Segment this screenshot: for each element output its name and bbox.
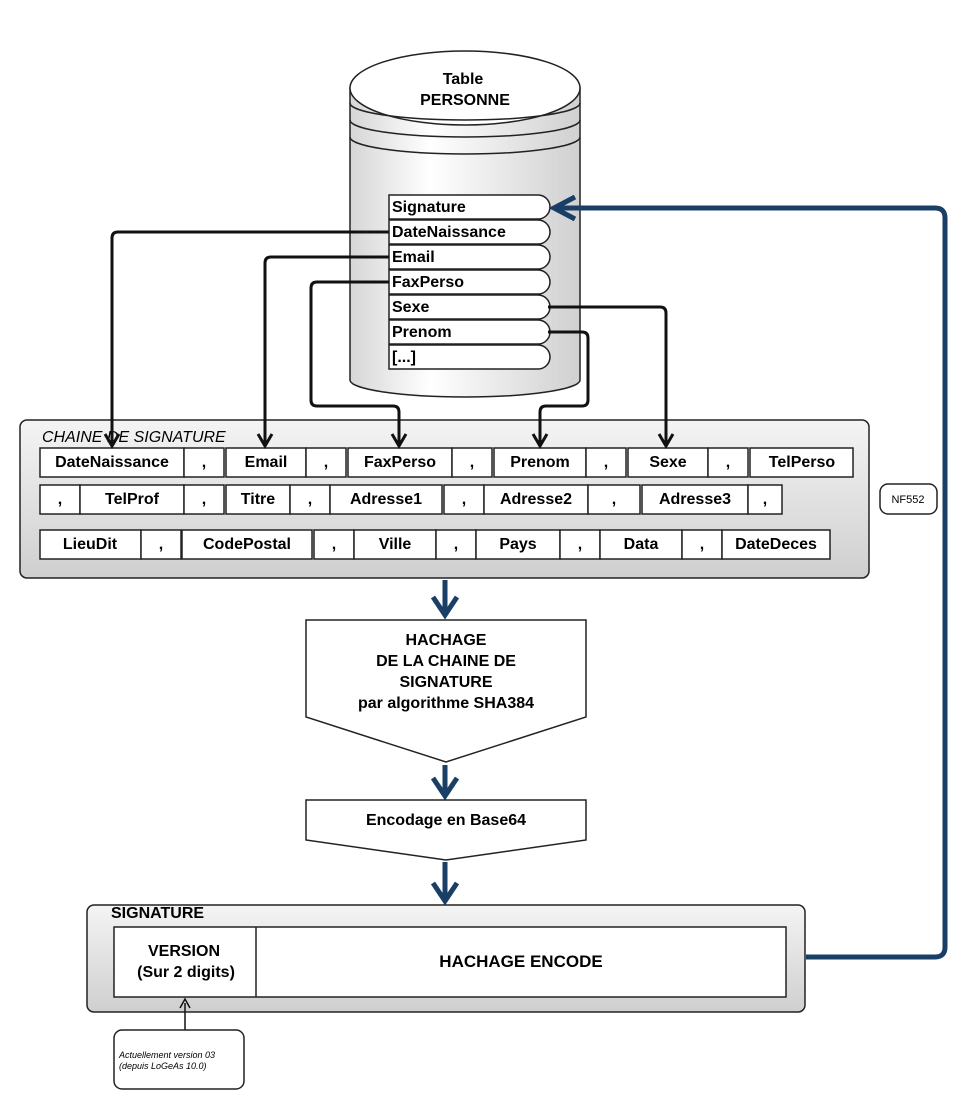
chaine-separator: , (726, 454, 730, 471)
chaine-cell: TelProf (105, 491, 160, 508)
chaine-cell: Email (245, 454, 288, 471)
arrowhead (430, 595, 460, 620)
chaine-cell: Prenom (510, 454, 570, 471)
chaine-cell: LieuDit (63, 536, 118, 553)
chaine-separator: , (308, 491, 312, 508)
arrow-datenaissance (110, 230, 389, 444)
chaine-separator: , (462, 491, 466, 508)
feedback-arrow (558, 205, 948, 960)
version-line2: (Sur 2 digits) (137, 964, 235, 981)
chaine-cell: TelPerso (769, 454, 836, 471)
encodage-label: Encodage en Base64 (366, 812, 526, 829)
chaine-separator: , (332, 536, 336, 553)
chaine-row-2: , TelProf , Titre , Adresse1 , Adresse2 … (39, 484, 783, 515)
arrow-sexe (548, 305, 668, 444)
chaine-separator: , (159, 536, 163, 553)
field-box (388, 269, 551, 295)
chaine-cell: Adresse2 (500, 491, 572, 508)
chaine-title: CHAINE DE SIGNATURE (42, 429, 226, 446)
chaine-cell: DateNaissance (55, 454, 169, 471)
chaine-cell: CodePostal (203, 536, 291, 553)
chaine-separator: , (763, 491, 767, 508)
chaine-separator: , (612, 491, 616, 508)
chaine-separator: , (470, 454, 474, 471)
callout-line2: (depuis LoGeAs 10.0) (119, 1061, 207, 1071)
field-datenaissance: DateNaissance (392, 224, 506, 241)
note-box (879, 483, 938, 515)
table-fields: Signature DateNaissance Email FaxPerso S… (388, 194, 551, 370)
arrowhead (390, 433, 408, 449)
callout-box (113, 1029, 245, 1090)
chaine-cell: Ville (379, 536, 412, 553)
chaine-separator: , (58, 491, 62, 508)
arrow-prenom (538, 330, 590, 444)
field-box (388, 244, 551, 270)
chaine-separator: , (578, 536, 582, 553)
field-prenom: Prenom (392, 324, 452, 341)
chaine-cell: Data (624, 536, 659, 553)
chaine-row-3: LieuDit , CodePostal , Ville , Pays , Da… (39, 529, 831, 560)
signature-value-box (113, 926, 787, 998)
arrowhead (531, 433, 549, 449)
encodage-shape (305, 799, 587, 861)
table-title-line2: PERSONNE (420, 92, 510, 109)
chaine-separator: , (324, 454, 328, 471)
field-signature: Signature (392, 199, 466, 216)
table-title-line1: Table (443, 71, 484, 88)
chaine-cell: Titre (241, 491, 275, 508)
arrowhead (256, 433, 274, 449)
chaine-separator: , (700, 536, 704, 553)
arrowhead (548, 194, 577, 222)
chaine-cell: Adresse3 (659, 491, 731, 508)
field-box (388, 219, 551, 245)
field-mapping-arrows (103, 230, 675, 449)
hachage-line4: par algorithme SHA384 (358, 695, 534, 712)
chaine-cell: Pays (499, 536, 536, 553)
version-line1: VERSION (148, 943, 220, 960)
chaine-cell: Sexe (649, 454, 686, 471)
field-etc: [...] (392, 349, 416, 366)
arrow-email (263, 255, 389, 444)
arrowhead (430, 881, 460, 906)
hachage-line2: DE LA CHAINE DE (376, 653, 516, 670)
note-label: NF552 (891, 494, 924, 506)
hachage-shape (305, 619, 587, 763)
field-sexe: Sexe (392, 299, 429, 316)
arrowhead (657, 433, 675, 449)
chaine-row-1: DateNaissance , Email , FaxPerso , Preno… (39, 447, 854, 478)
chaine-separator: , (202, 491, 206, 508)
flow-arrows (430, 194, 948, 960)
signature-title: SIGNATURE (111, 905, 204, 922)
chaine-separator: , (454, 536, 458, 553)
arrowhead (103, 433, 121, 449)
hachage-line1: HACHAGE (406, 632, 487, 649)
chaine-cell: Adresse1 (350, 491, 422, 508)
field-box (388, 344, 551, 370)
hachage-line3: SIGNATURE (399, 674, 492, 691)
field-faxperso: FaxPerso (392, 274, 464, 291)
chaine-cell: DateDeces (735, 536, 817, 553)
callout-line1: Actuellement version 03 (118, 1050, 215, 1060)
field-email: Email (392, 249, 435, 266)
hash-label: HACHAGE ENCODE (439, 952, 602, 971)
arrow-faxperso (309, 280, 401, 444)
chaine-cell: FaxPerso (364, 454, 436, 471)
chaine-separator: , (604, 454, 608, 471)
chaine-separator: , (202, 454, 206, 471)
arrowhead (179, 997, 191, 1009)
arrowhead (430, 776, 460, 801)
